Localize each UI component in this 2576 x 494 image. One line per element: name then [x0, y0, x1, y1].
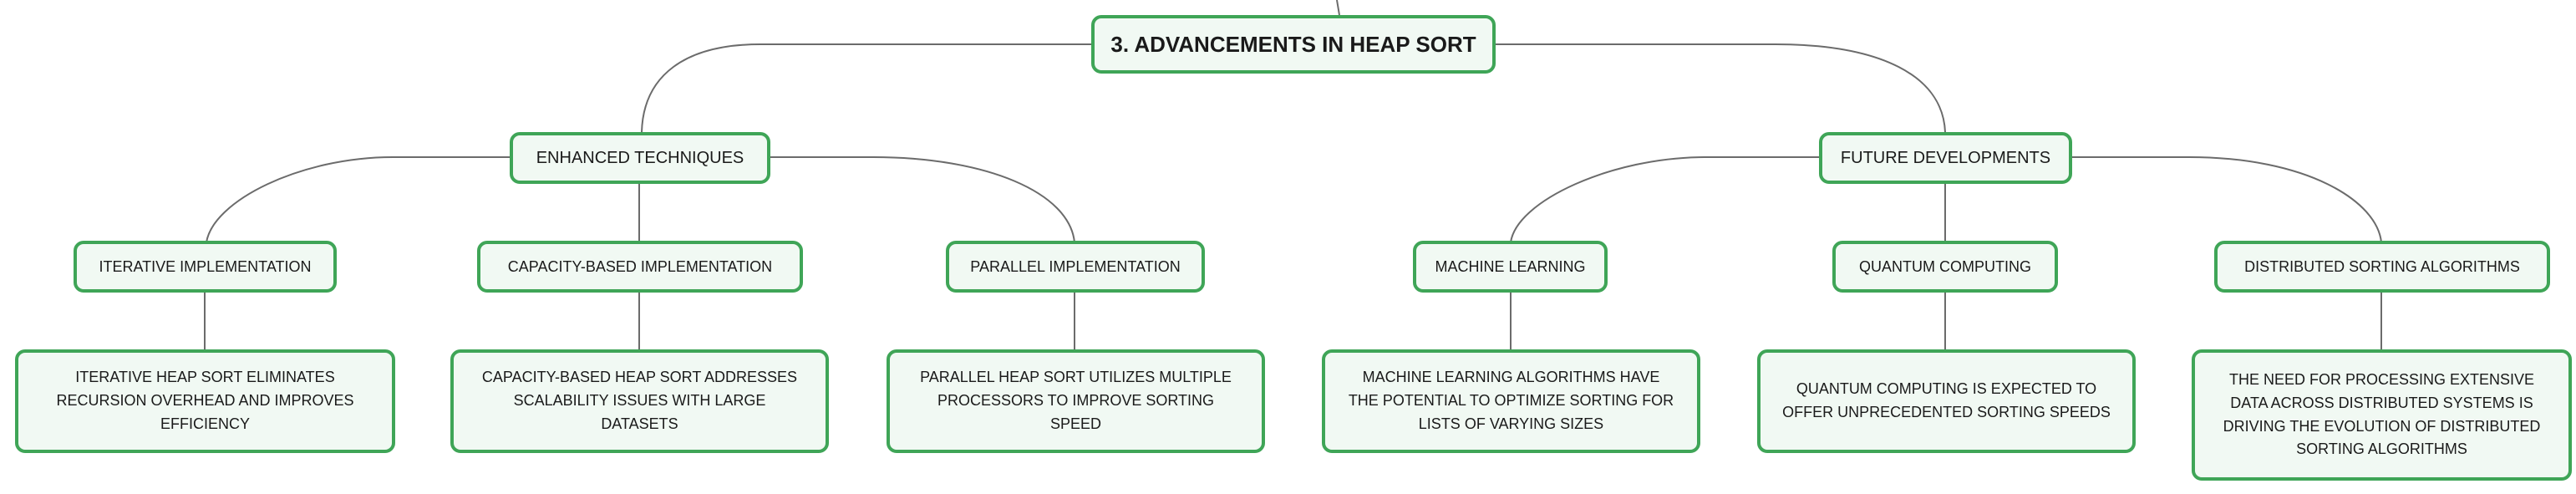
branch-label: ENHANCED TECHNIQUES	[536, 148, 744, 167]
connector-enhanced-parallel	[769, 156, 1075, 243]
root-node[interactable]: 3. ADVANCEMENTS IN HEAP SORT	[1091, 15, 1496, 74]
connector-parent-root	[1336, 0, 1340, 16]
detail-text: PARALLEL HEAP SORT UTILIZES MULTIPLE PRO…	[920, 369, 1232, 432]
detail-text: QUANTUM COMPUTING IS EXPECTED TO OFFER U…	[1782, 380, 2111, 420]
branch-future-developments[interactable]: FUTURE DEVELOPMENTS	[1819, 132, 2072, 184]
connector-enhanced-iterative	[206, 156, 511, 243]
detail-text: THE NEED FOR PROCESSING EXTENSIVE DATA A…	[2223, 370, 2541, 458]
topic-machine-learning[interactable]: MACHINE LEARNING	[1413, 241, 1608, 293]
root-label: 3. ADVANCEMENTS IN HEAP SORT	[1110, 31, 1476, 57]
detail-distributed[interactable]: THE NEED FOR PROCESSING EXTENSIVE DATA A…	[2192, 349, 2572, 481]
detail-text: CAPACITY-BASED HEAP SORT ADDRESSES SCALA…	[481, 369, 798, 432]
topic-distributed-sorting-algorithms[interactable]: DISTRIBUTED SORTING ALGORITHMS	[2214, 241, 2550, 293]
detail-quantum[interactable]: QUANTUM COMPUTING IS EXPECTED TO OFFER U…	[1757, 349, 2136, 453]
detail-text: MACHINE LEARNING ALGORITHMS HAVE THE POT…	[1348, 369, 1674, 432]
topic-capacity-based-implementation[interactable]: CAPACITY-BASED IMPLEMENTATION	[477, 241, 803, 293]
branch-enhanced-techniques[interactable]: ENHANCED TECHNIQUES	[510, 132, 770, 184]
detail-parallel[interactable]: PARALLEL HEAP SORT UTILIZES MULTIPLE PRO…	[887, 349, 1265, 453]
topic-label: DISTRIBUTED SORTING ALGORITHMS	[2244, 257, 2520, 275]
detail-capacity[interactable]: CAPACITY-BASED HEAP SORT ADDRESSES SCALA…	[450, 349, 829, 453]
connector-root-future	[1494, 43, 1946, 133]
topic-label: QUANTUM COMPUTING	[1859, 257, 2031, 275]
branch-label: FUTURE DEVELOPMENTS	[1840, 148, 2051, 167]
topic-label: ITERATIVE IMPLEMENTATION	[99, 257, 312, 275]
connector-future-distributed	[2070, 156, 2382, 243]
topic-label: CAPACITY-BASED IMPLEMENTATION	[507, 257, 773, 275]
topic-iterative-implementation[interactable]: ITERATIVE IMPLEMENTATION	[74, 241, 337, 293]
detail-text: ITERATIVE HEAP SORT ELIMINATES RECURSION…	[56, 369, 354, 432]
topic-label: PARALLEL IMPLEMENTATION	[970, 257, 1181, 275]
detail-machine-learning[interactable]: MACHINE LEARNING ALGORITHMS HAVE THE POT…	[1322, 349, 1700, 453]
detail-iterative[interactable]: ITERATIVE HEAP SORT ELIMINATES RECURSION…	[15, 349, 395, 453]
topic-quantum-computing[interactable]: QUANTUM COMPUTING	[1832, 241, 2058, 293]
topic-label: MACHINE LEARNING	[1435, 257, 1586, 275]
topic-parallel-implementation[interactable]: PARALLEL IMPLEMENTATION	[946, 241, 1205, 293]
connector-root-enhanced	[641, 43, 1093, 133]
connector-future-ml	[1510, 156, 1821, 243]
